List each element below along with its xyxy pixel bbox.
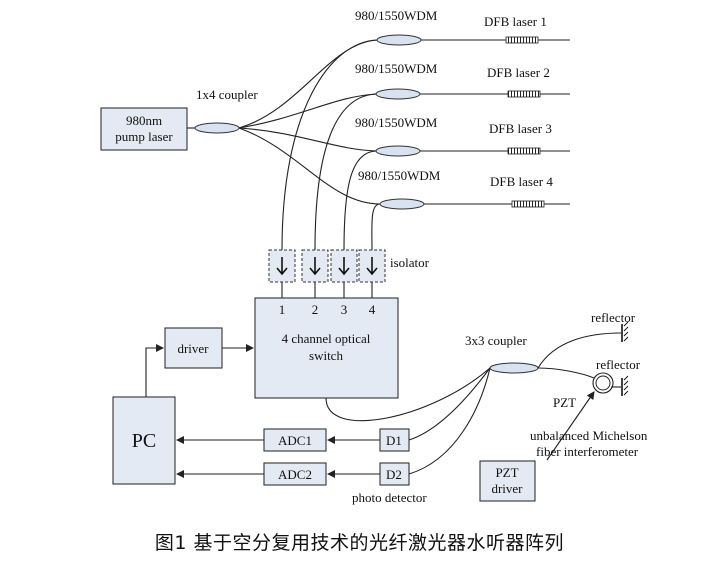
- pump-laser-label-2: pump laser: [115, 129, 173, 144]
- isolator-3: [330, 249, 358, 283]
- adc1-label: ADC1: [278, 433, 312, 448]
- reflector-1-label: reflector: [591, 310, 636, 325]
- coupler-3x3: [489, 362, 539, 374]
- switch-port-1: 1: [279, 302, 286, 317]
- optical-switch-box: 1 2 3 4 4 channel optical switch: [254, 297, 399, 399]
- switch-port-3: 3: [341, 302, 348, 317]
- wdm-2: 980/1550WDM: [355, 61, 438, 100]
- mirror-icon: [621, 321, 629, 342]
- fbg-grating-icon: [511, 200, 545, 208]
- adc2-label: ADC2: [278, 467, 312, 482]
- coupler-1x4: [194, 122, 240, 134]
- wdm-1: 980/1550WDM: [355, 8, 438, 46]
- isolator-2: [301, 249, 329, 283]
- detector-d2-box: D2: [379, 462, 410, 486]
- switch-label-1: 4 channel optical: [282, 331, 371, 346]
- fbg-grating-icon: [507, 147, 541, 155]
- pump-laser-box: 980nm pump laser: [100, 107, 188, 151]
- coupler-1x4-label: 1x4 coupler: [196, 87, 258, 102]
- photo-detector-label: photo detector: [352, 490, 427, 505]
- driver-box: driver: [164, 327, 223, 369]
- isolator-4: [358, 249, 386, 283]
- mirror-icon: [621, 375, 629, 396]
- wdm-2-label: 980/1550WDM: [355, 61, 438, 76]
- dfb-laser-2-label: DFB laser 2: [487, 65, 550, 80]
- dfb-laser-3-label: DFB laser 3: [489, 121, 552, 136]
- reflector-2-label: reflector: [596, 357, 641, 372]
- wdm-4-label: 980/1550WDM: [358, 168, 441, 183]
- isolator-label: isolator: [390, 255, 430, 270]
- dfb-laser-1-label: DFB laser 1: [484, 14, 547, 29]
- switch-port-4: 4: [369, 302, 376, 317]
- arrow-down-icon: [276, 257, 288, 276]
- detector-d1-label: D1: [386, 433, 402, 448]
- michelson-label-1: unbalanced Michelson: [530, 428, 648, 443]
- driver-label: driver: [177, 341, 209, 356]
- dfb-laser-4-label: DFB laser 4: [490, 174, 553, 189]
- pzt-driver-label-1: PZT: [495, 465, 518, 480]
- arrow-down-icon: [309, 257, 321, 276]
- pump-laser-label-1: 980nm: [126, 113, 162, 128]
- switch-port-2: 2: [312, 302, 319, 317]
- wdm-3-label: 980/1550WDM: [355, 115, 438, 130]
- arrow-down-icon: [338, 257, 350, 276]
- detector-d1-box: D1: [379, 428, 410, 452]
- system-diagram: 980nm pump laser 1x4 coupler 980/1550WDM…: [100, 8, 648, 505]
- detector-d2-label: D2: [386, 467, 402, 482]
- fiber-coil-icon: [592, 372, 614, 394]
- wdm-3: 980/1550WDM: [355, 115, 438, 157]
- wdm-4: 980/1550WDM: [358, 168, 441, 210]
- adc2-box: ADC2: [263, 462, 327, 486]
- pzt-label: PZT: [553, 395, 576, 410]
- isolator-1: [268, 249, 296, 283]
- arrow-down-icon: [366, 257, 378, 276]
- pzt-driver-box: PZT driver: [479, 460, 536, 502]
- figure-caption: 图1 基于空分复用技术的光纤激光器水听器阵列: [154, 532, 565, 554]
- fbg-grating-icon: [505, 36, 539, 44]
- pc-label: PC: [132, 430, 156, 452]
- coupler-3x3-label: 3x3 coupler: [465, 333, 527, 348]
- fbg-grating-icon: [507, 90, 541, 98]
- pc-box: PC: [112, 396, 176, 485]
- wdm-1-label: 980/1550WDM: [355, 8, 438, 23]
- switch-label-2: switch: [309, 348, 343, 363]
- pzt-driver-label-2: driver: [491, 481, 523, 496]
- adc1-box: ADC1: [263, 428, 327, 452]
- michelson-label-2: fiber interferometer: [536, 444, 639, 459]
